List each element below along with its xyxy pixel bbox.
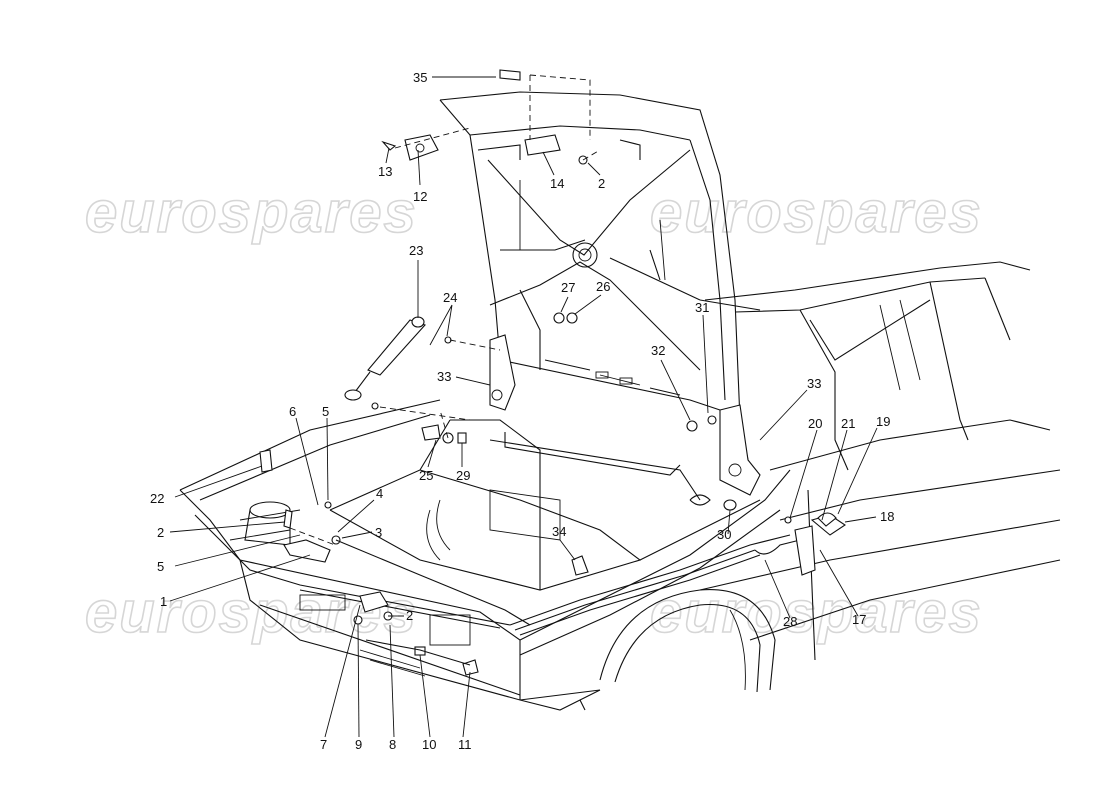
watermark-text: eurospares — [650, 580, 983, 645]
callout-14: 14 — [550, 176, 564, 191]
callout-13: 13 — [378, 164, 392, 179]
callout-labels: 35 13 12 14 2 23 24 27 26 31 32 33 33 6 … — [150, 70, 894, 752]
bonnet-lid-drawing — [259, 69, 846, 676]
callout-19: 19 — [876, 414, 890, 429]
callout-17: 17 — [852, 612, 866, 627]
callout-3: 3 — [375, 525, 382, 540]
callout-33: 33 — [807, 376, 821, 391]
callout-22: 22 — [150, 491, 164, 506]
callout-11: 11 — [458, 737, 472, 752]
watermark-text: eurospares — [85, 180, 418, 245]
callout-23: 23 — [409, 243, 423, 258]
callout-34: 34 — [552, 524, 566, 539]
callout-29: 29 — [456, 468, 470, 483]
callout-30: 30 — [717, 527, 731, 542]
watermark-text: eurospares — [85, 580, 418, 645]
watermarks: eurospares eurospares eurospares eurospa… — [84, 179, 983, 646]
callout-5: 5 — [157, 559, 164, 574]
callout-25: 25 — [419, 468, 433, 483]
callout-2: 2 — [406, 608, 413, 623]
callout-10: 10 — [422, 737, 436, 752]
callout-12: 12 — [413, 189, 427, 204]
callout-8: 8 — [389, 737, 396, 752]
callout-35: 35 — [413, 70, 427, 85]
callout-32: 32 — [651, 343, 665, 358]
callout-9: 9 — [355, 737, 362, 752]
callout-31: 31 — [695, 300, 709, 315]
leader-lines — [169, 76, 878, 738]
callout-20: 20 — [808, 416, 822, 431]
car-body-drawing — [179, 261, 1061, 711]
callout-26: 26 — [596, 279, 610, 294]
callout-27: 27 — [561, 280, 575, 295]
callout-33: 33 — [437, 369, 451, 384]
callout-6: 6 — [289, 404, 296, 419]
callout-1: 1 — [160, 594, 167, 609]
callout-21: 21 — [841, 416, 855, 431]
callout-4: 4 — [376, 486, 383, 501]
watermark-text: eurospares — [650, 180, 983, 245]
callout-2: 2 — [598, 176, 605, 191]
callout-18: 18 — [880, 509, 894, 524]
callout-28: 28 — [783, 614, 797, 629]
callout-24: 24 — [443, 290, 457, 305]
callout-7: 7 — [320, 737, 327, 752]
callout-5: 5 — [322, 404, 329, 419]
callout-2: 2 — [157, 525, 164, 540]
